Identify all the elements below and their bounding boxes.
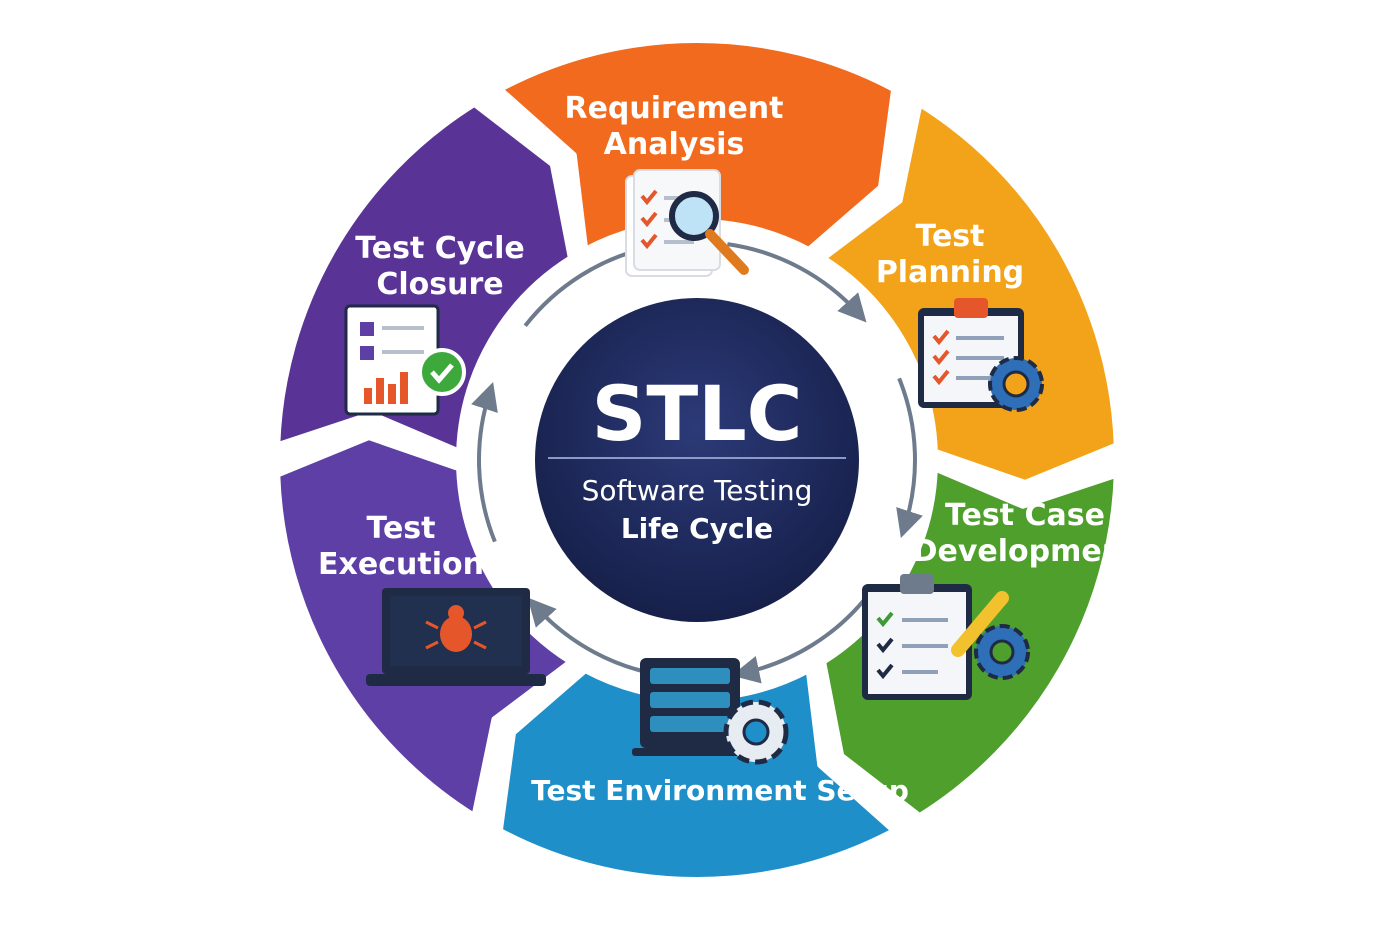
center-hub: STLC Software Testing Life Cycle — [527, 290, 867, 630]
center-circle — [535, 298, 859, 622]
arrow-5 — [471, 381, 498, 543]
label-test-case-development-line2: Development — [913, 534, 1138, 569]
label-test-execution-line2: Execution — [318, 547, 484, 582]
report-check-icon — [344, 304, 466, 416]
center-subtitle-line2: Life Cycle — [621, 512, 773, 545]
arrow-3 — [731, 592, 871, 684]
label-requirement-analysis-line2: Analysis — [604, 127, 745, 162]
laptop-bug-icon — [366, 588, 546, 686]
arrow-2 — [896, 377, 923, 539]
clipboard-gear-icon — [918, 298, 1044, 412]
segment-test-environment-setup — [496, 667, 898, 883]
label-requirement-analysis-line1: Requirement — [564, 91, 783, 126]
label-test-planning-line2: Planning — [876, 255, 1024, 290]
label-test-case-development-line1: Test Case — [945, 498, 1105, 533]
cycle-arrows — [471, 236, 923, 684]
server-gear-icon — [632, 658, 789, 765]
center-subtitle-line1: Software Testing — [582, 474, 813, 507]
document-magnifier-icon — [625, 169, 749, 277]
clipboard-pencil-gear-icon — [862, 574, 1030, 700]
label-test-planning-line1: Test — [915, 219, 984, 254]
arrow-1 — [727, 242, 867, 323]
label-test-environment-setup-line1: Test Environment Setup — [531, 774, 909, 807]
label-test-cycle-closure-line1: Test Cycle — [355, 231, 524, 266]
label-test-execution-line1: Test — [366, 511, 435, 546]
center-title: STLC — [592, 369, 803, 458]
label-test-cycle-closure-line2: Closure — [376, 267, 503, 302]
